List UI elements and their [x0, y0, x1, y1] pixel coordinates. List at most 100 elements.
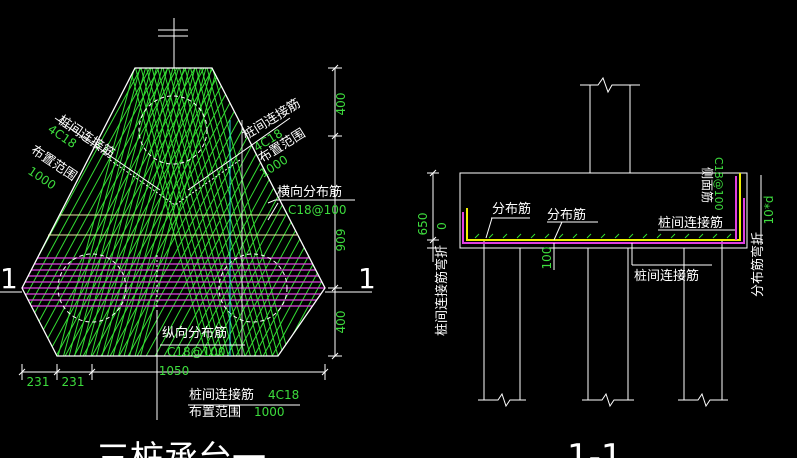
hatch-line: [133, 68, 213, 356]
dim-right-909: 909: [334, 229, 348, 252]
dim-right-400-bottom: 400: [334, 311, 348, 334]
column: [580, 76, 640, 173]
bar-dot: [698, 233, 704, 239]
section-dim-650: 650: [416, 213, 430, 236]
hatch-line: [197, 68, 325, 356]
dim-right-400-top: 400: [334, 93, 348, 116]
hatch-line: [71, 68, 233, 356]
pile-left: [57, 253, 127, 323]
hatch-line: [78, 68, 158, 356]
label-leader-right: [187, 117, 291, 191]
hatch-line: [134, 68, 214, 356]
section-label-pile-link-lower: 桩间连接筋: [634, 268, 699, 284]
hatch-line: [22, 68, 53, 356]
bar-dot: [488, 233, 494, 239]
bar-dot: [712, 233, 718, 239]
hatch-line: [145, 68, 225, 356]
transverse-bars: [22, 257, 325, 307]
hatch-line: [22, 68, 80, 356]
bar-dot-markers: [474, 233, 732, 239]
hatch-line: [22, 68, 89, 356]
bar-dot: [726, 233, 732, 239]
hatch-line: [35, 68, 197, 356]
hatch-line: [117, 68, 196, 356]
section-dim-left: [427, 169, 439, 262]
hatch-line: [22, 68, 62, 356]
bar-dot: [558, 233, 564, 239]
bar-dot: [586, 233, 592, 239]
section-mark-right: 1: [358, 262, 376, 295]
section-dim-pile: [548, 243, 560, 270]
hatch-line: [351, 66, 511, 360]
hatch-line: [22, 68, 143, 356]
bar-dot: [628, 233, 634, 239]
pile-right: [218, 253, 288, 323]
hatch-line: [162, 68, 241, 356]
bar-dot: [670, 233, 676, 239]
hatch-line: [22, 68, 98, 356]
hatch-line: [260, 68, 325, 356]
hatch-line: [122, 68, 202, 356]
hatch-line: [0, 66, 7, 360]
bottom-label-name: 桩间连接筋: [189, 387, 254, 403]
bar-dot: [502, 233, 508, 239]
section-title: 1-1: [567, 437, 623, 458]
dist-leader-2: [553, 221, 563, 241]
hatch-line: [22, 68, 26, 356]
section-label-side-spec: C18@100: [712, 157, 725, 211]
hatch-line: [22, 68, 35, 356]
section-mark-left: 1: [0, 262, 18, 295]
bar-dot: [642, 233, 648, 239]
hatch-line: [56, 68, 136, 356]
pile-top: [138, 95, 208, 165]
bar-dot: [530, 233, 536, 239]
plan-title: 三桩承台一: [96, 439, 266, 458]
section-label-dist-1: 分布筋: [492, 201, 531, 217]
hatch-line: [333, 66, 493, 360]
hatch-line: [44, 68, 206, 356]
hatch-line: [111, 68, 191, 356]
dim-bottom-231-b: 231: [62, 375, 85, 389]
hatch-line: [106, 68, 185, 356]
dist-leader: [485, 217, 493, 239]
section-dim-0: 0: [435, 222, 449, 230]
hatch-line: [84, 68, 163, 356]
transverse-bar-spec: C18@100: [288, 203, 347, 217]
hatch-line: [173, 68, 252, 356]
hatch-line: [128, 68, 207, 356]
hatch-line: [278, 68, 325, 356]
hatch-line: [107, 68, 269, 356]
bar-dot: [684, 233, 690, 239]
bar-dot: [544, 233, 550, 239]
hatch-line: [98, 68, 260, 356]
bottom-bar-yellow: [466, 195, 741, 241]
dim-bottom-231-a: 231: [27, 375, 50, 389]
hatch-line: [156, 68, 236, 356]
cap-section-outline: [459, 172, 748, 249]
bar-dot: [600, 233, 606, 239]
longitudinal-bar-spec: C18@100: [167, 345, 226, 359]
bar-dot: [614, 233, 620, 239]
dimension-chain-right: [328, 64, 342, 360]
hatch-line: [206, 68, 285, 356]
longitudinal-bar-name: 纵向分布筋: [162, 325, 227, 341]
hatch-line: [22, 68, 179, 356]
bar-dot: [474, 233, 480, 239]
bar-dot: [656, 233, 662, 239]
hatch-line: [73, 68, 152, 356]
hatch-line: [22, 68, 152, 356]
bottom-label-spec: 4C18: [268, 388, 299, 402]
section-view: 分布筋 分布筋 桩间连接筋 桩间连接筋 侧面筋 C18@100 桩间连接筋弯折 …: [416, 76, 776, 458]
hatch-line: [62, 68, 224, 356]
bar-dot: [516, 233, 522, 239]
dimension-chain-bottom: [18, 364, 329, 380]
section-dim-100: 100: [540, 247, 554, 270]
hatch-line: [62, 68, 141, 356]
hatch-line: [100, 68, 180, 356]
hatch-line: [26, 68, 188, 356]
section-label-bend-len: 10*d: [762, 196, 776, 225]
section-label-pile-link: 桩间连接筋: [658, 215, 723, 231]
section-label-side-bar: 侧面筋: [700, 167, 715, 203]
